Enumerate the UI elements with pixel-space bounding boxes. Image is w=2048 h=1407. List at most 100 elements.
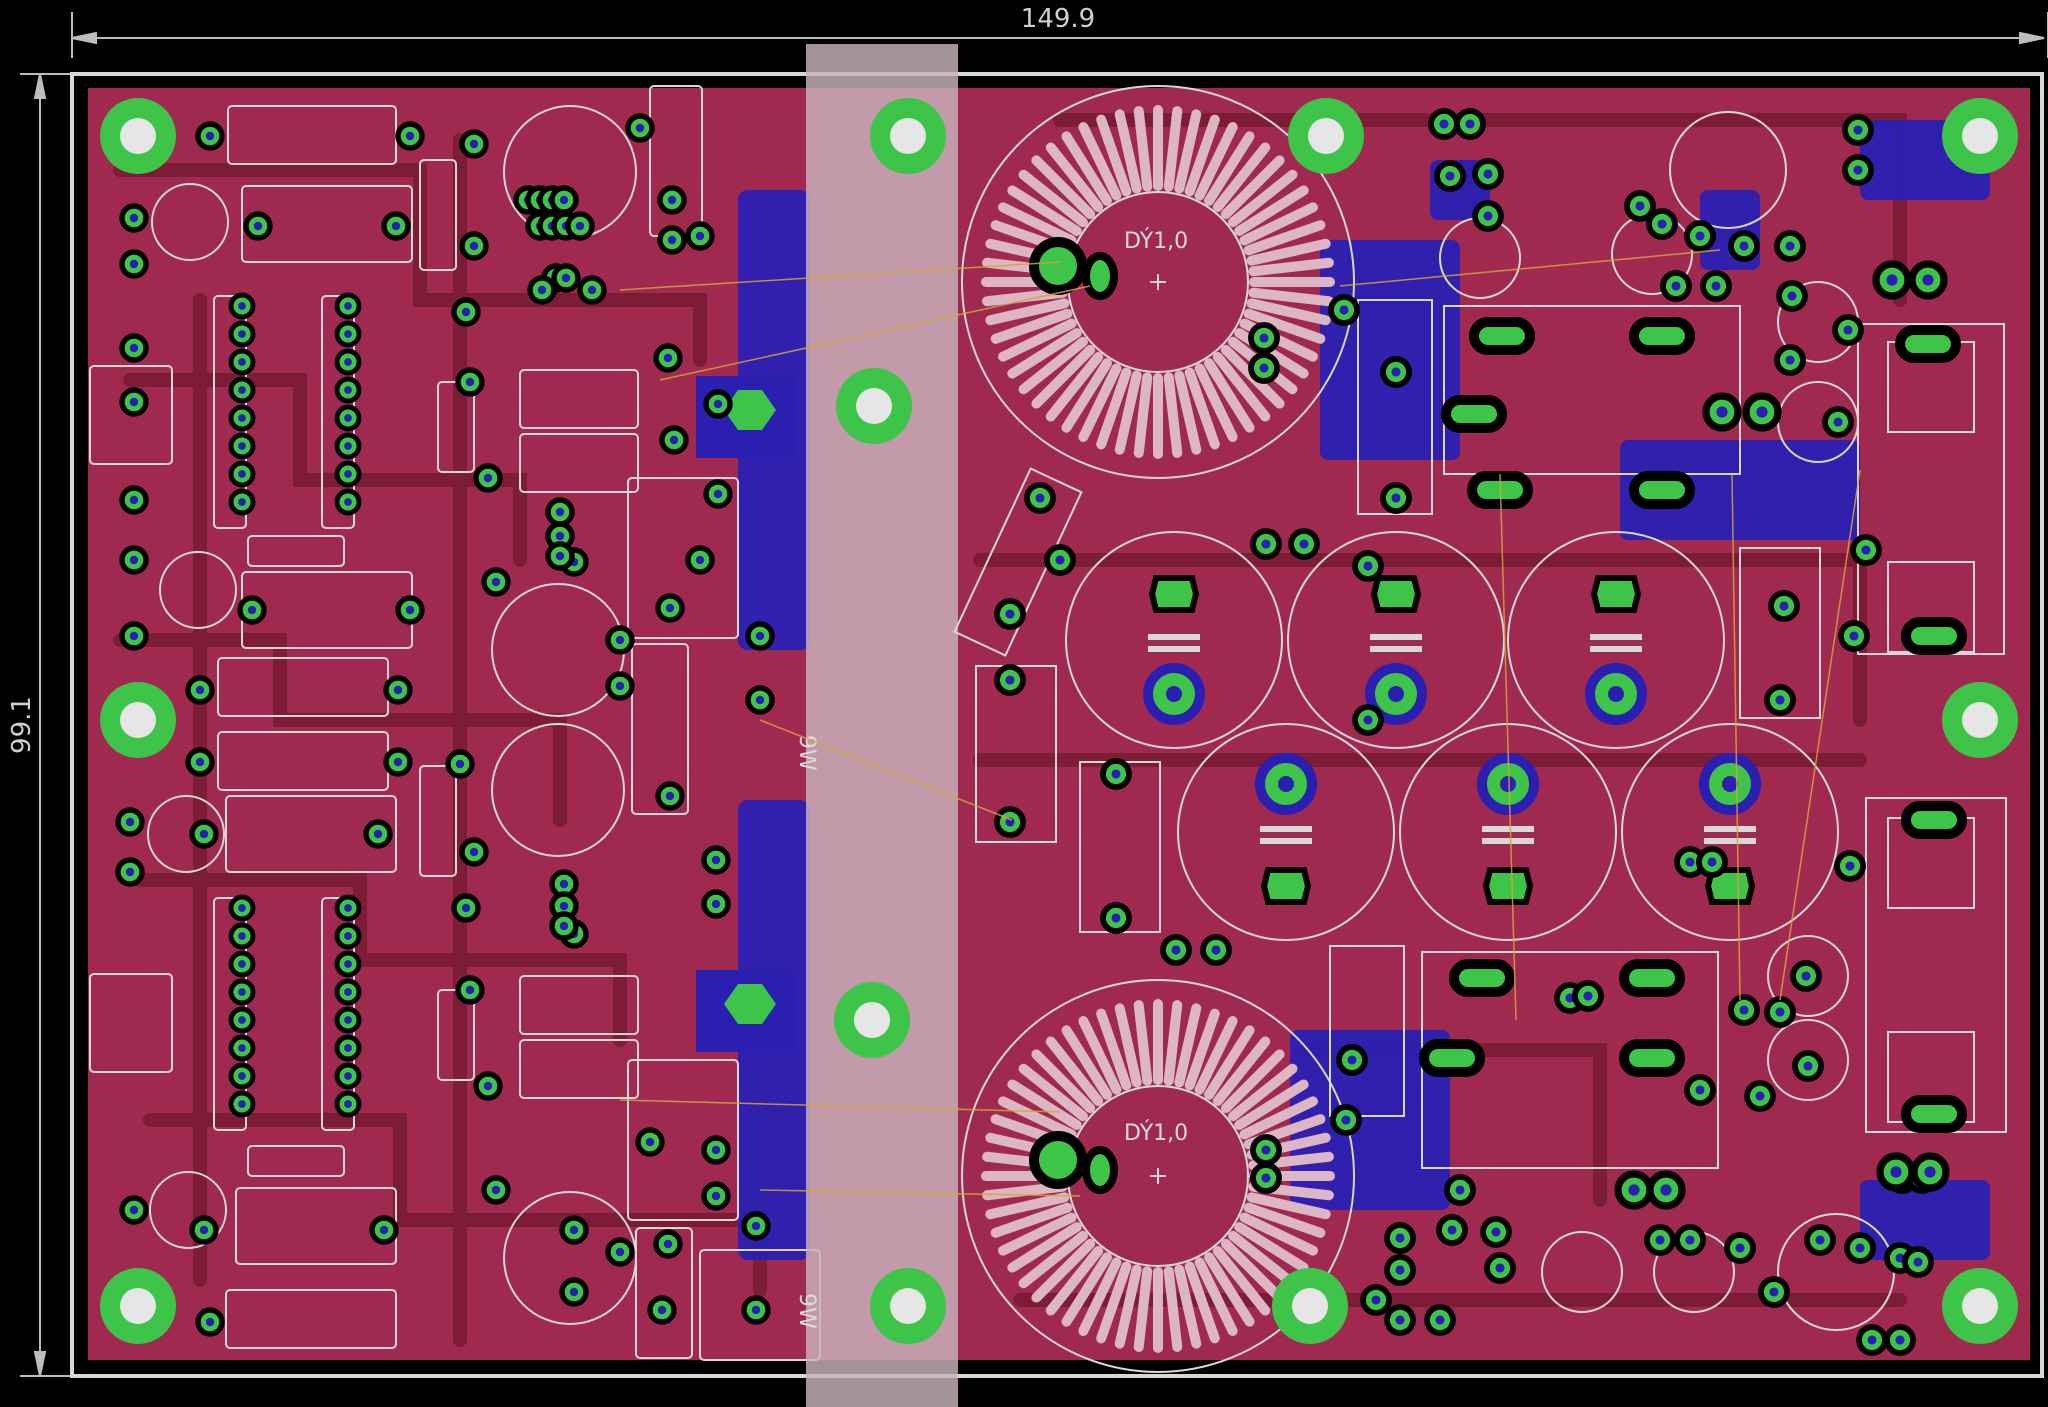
- pad-drill: [1439, 119, 1449, 129]
- electrolytic-capacitor: [1177, 723, 1395, 941]
- pad-drill: [1341, 1115, 1351, 1125]
- pad-drill: [455, 759, 465, 769]
- toroid-pad: [1029, 237, 1087, 295]
- electrolytic-capacitor: [1621, 723, 1839, 941]
- pad-drill: [373, 829, 383, 839]
- toroid-winding: [1163, 1266, 1183, 1352]
- toroid-winding: [1133, 106, 1153, 192]
- pad-drill: [1111, 769, 1121, 779]
- toroid-winding: [1061, 358, 1112, 433]
- pad-drill: [238, 302, 246, 310]
- capacitor-plate: [1590, 646, 1642, 652]
- capacitor-plate: [1148, 646, 1200, 652]
- pad-drill: [615, 681, 625, 691]
- toroid-winding: [1163, 106, 1183, 192]
- capacitor-pad: [1370, 575, 1422, 613]
- capacitor-plate: [1704, 826, 1756, 832]
- pad-oval: [1901, 801, 1967, 839]
- pad-drill: [1628, 1184, 1640, 1196]
- capacitor-pad: [1148, 575, 1200, 613]
- toroid-winding: [1061, 1252, 1112, 1327]
- pad-drill: [344, 932, 352, 940]
- toroid-winding: [1078, 1257, 1122, 1336]
- pad-drill: [238, 498, 246, 506]
- pad-drill: [344, 358, 352, 366]
- toroid-transformer: [961, 979, 1355, 1373]
- toroid-winding: [1007, 1079, 1082, 1130]
- pad-drill: [344, 1072, 352, 1080]
- pad-drill: [665, 791, 675, 801]
- toroid-winding: [1239, 1096, 1318, 1140]
- toroid-winding: [1018, 336, 1088, 395]
- pad-drill: [238, 414, 246, 422]
- pad-drill: [587, 285, 597, 295]
- mounting-hole-drill: [1962, 118, 1998, 154]
- pad-drill: [238, 386, 246, 394]
- pad-drill: [205, 1317, 215, 1327]
- electrolytic-capacitor: [1065, 531, 1283, 749]
- component-label-lower: 9W: [794, 1293, 819, 1329]
- pad-drill: [615, 635, 625, 645]
- toroid-winding: [1031, 344, 1096, 409]
- filter-capacitors: [1065, 531, 1839, 941]
- pad-drill: [663, 353, 673, 363]
- pad-drill: [1055, 555, 1065, 565]
- toroid-winding: [1174, 1003, 1202, 1088]
- pad-drill: [669, 435, 679, 445]
- pad-drill: [1495, 1263, 1505, 1273]
- mounting-hole-drill: [1292, 1288, 1328, 1324]
- pad-drill: [555, 551, 565, 561]
- toroid-transformer: [961, 85, 1355, 479]
- pad-drill: [1635, 201, 1645, 211]
- toroid-winding: [1163, 372, 1183, 458]
- toroid-winding: [1184, 114, 1220, 197]
- pad-drill: [1735, 1243, 1745, 1253]
- pad-oval: [1469, 317, 1535, 355]
- pad-oval: [1629, 471, 1695, 509]
- toroid-winding: [1007, 1222, 1082, 1273]
- toroid-winding: [1045, 1036, 1104, 1106]
- toroid-outline: [961, 85, 1355, 479]
- pad-drill: [695, 231, 705, 241]
- toroid-winding: [1133, 1000, 1153, 1086]
- pad-drill: [1583, 991, 1593, 1001]
- pad-drill: [1671, 281, 1681, 291]
- toroid-pad: [1082, 1146, 1118, 1194]
- capacitor-plate: [1370, 634, 1422, 640]
- capacitor-plate: [1704, 838, 1756, 844]
- pad-drill: [405, 605, 415, 615]
- toroid-winding: [1031, 155, 1096, 220]
- capacitor-plate: [1260, 838, 1312, 844]
- toroid-winding: [1078, 122, 1122, 201]
- capacitor-drill: [1278, 776, 1294, 792]
- pad-oval: [1619, 1039, 1685, 1077]
- toroid-winding: [1204, 358, 1255, 433]
- pad-drill: [1261, 1173, 1271, 1183]
- pad-drill: [1924, 1166, 1936, 1178]
- toroid-winding: [1133, 372, 1153, 458]
- toroid-pad: [1029, 1131, 1087, 1189]
- toroid-winding: [1234, 1079, 1309, 1130]
- pad-drill: [1347, 1055, 1357, 1065]
- toroid-winding: [1018, 1063, 1088, 1122]
- pad-drill: [1785, 355, 1795, 365]
- pad-drill: [713, 399, 723, 409]
- pad-drill: [344, 414, 352, 422]
- toroid-winding: [1045, 352, 1104, 422]
- pad-drill: [1447, 1225, 1457, 1235]
- pad-drill: [199, 1225, 209, 1235]
- capacitor-outline: [1065, 531, 1283, 749]
- pad-drill: [1391, 493, 1401, 503]
- toroid-winding: [1114, 109, 1142, 194]
- pad-oval: [1449, 959, 1515, 997]
- pad-drill: [555, 507, 565, 517]
- pad-drill: [1391, 367, 1401, 377]
- toroid-winding: [1239, 1212, 1318, 1256]
- pad-drill: [1657, 219, 1667, 229]
- toroid-winding: [1234, 1222, 1309, 1273]
- pad-drill: [344, 442, 352, 450]
- pad-drill: [238, 470, 246, 478]
- mounting-hole-drill: [854, 1002, 890, 1038]
- pad-drill: [569, 1225, 579, 1235]
